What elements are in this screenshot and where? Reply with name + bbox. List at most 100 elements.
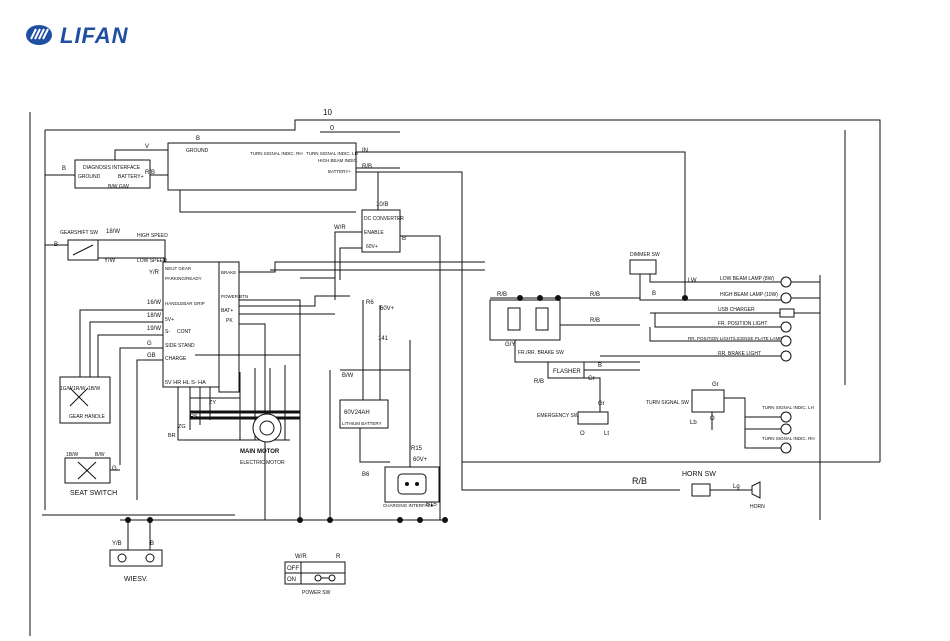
symbol-shape — [751, 481, 761, 499]
seat-g: G — [112, 466, 117, 472]
wire — [654, 313, 781, 328]
ecu-bottom: 5V HR HL S- HA — [165, 380, 206, 386]
flasher-title: FLASHER — [553, 369, 581, 375]
wire — [97, 334, 163, 380]
brake-gy: G/Y — [505, 342, 515, 348]
power-wr: W/R — [295, 554, 307, 560]
gear-handle-wire-1: 1R/W — [73, 386, 86, 392]
wire — [334, 231, 362, 300]
horn-title: HORN — [750, 504, 765, 510]
gearshift-yr: Y/R — [149, 270, 160, 276]
wire — [179, 190, 356, 213]
wire — [239, 299, 301, 520]
ecu-w3: 19/W — [147, 326, 161, 332]
charging-plus: 60V+ — [413, 457, 428, 463]
emergency-o: O — [580, 431, 585, 437]
turn-lh: TURN SIGNAL INDIC. LH — [762, 405, 814, 410]
brake-switch: R/B R/B R/B G/Y FR./RR. BRAKE SW — [489, 292, 640, 363]
turn-gr: Gr — [712, 382, 719, 388]
wire — [69, 387, 89, 407]
ecu-w1: 16/W — [147, 300, 161, 306]
ecu-row-2: 5V+ — [165, 317, 174, 323]
symbol-shape — [780, 411, 792, 423]
battery-r15: R15 — [411, 446, 423, 452]
gearshift-switch: GEARSHIFT SW 18/W HIGH SPEED LOW SPEED Y… — [45, 229, 168, 276]
wire — [239, 295, 350, 307]
symbol-shape — [780, 350, 792, 362]
ecu-z: ZY — [209, 400, 216, 406]
seat-w2: B/W — [95, 452, 105, 458]
symbol-shape — [779, 308, 795, 318]
symbol-shape — [691, 389, 725, 413]
battery-plus: 60V+ — [380, 306, 395, 312]
dc-title: DC CONVERTER — [364, 216, 404, 222]
meter-high: HIGH BEAM INDIC. — [318, 158, 358, 163]
wire — [724, 397, 781, 449]
diagnosis-wire-b: B — [62, 166, 66, 172]
diagnosis-wire-rb: R/B — [145, 170, 155, 176]
dc-wr: W/R — [334, 225, 346, 231]
meter-turn-lh: TURN SIGNAL INDIC. LH — [306, 151, 358, 156]
top-mark-b: 0 — [330, 125, 334, 132]
seat-w1: 1B/W — [66, 452, 79, 458]
wire — [339, 247, 362, 280]
lamp-1: HIGH BEAM LAMP (10W) — [720, 292, 778, 298]
power-on: ON — [287, 577, 296, 583]
meter-rb: R/B — [362, 164, 372, 170]
ecu-zg: ZG — [178, 424, 186, 430]
brake-rb1: R/B — [497, 292, 507, 298]
wire — [72, 244, 94, 256]
diagnosis-bottom: B/W G/W — [108, 184, 129, 190]
junction-dot — [537, 295, 543, 301]
gear-handle-title: GEAR HANDLE — [69, 414, 106, 420]
power-switch: OFF ON W/R R POWER SW — [284, 554, 346, 596]
symbol-shape — [629, 259, 657, 275]
diagnosis-ground: GROUND — [78, 174, 101, 180]
wire — [89, 321, 163, 380]
symbol-shape — [162, 261, 220, 388]
seat-switch: 1B/W B/W G SEAT SWITCH — [64, 452, 120, 497]
wire — [239, 323, 266, 520]
diagnosis-title: DIAGNOSIS INTERFACE — [83, 165, 141, 171]
wire — [356, 171, 680, 491]
ecu-g: G — [147, 341, 152, 347]
emergency-gr: Gr — [598, 401, 605, 407]
wire — [400, 235, 441, 520]
symbol-shape — [259, 420, 275, 436]
horn-sw: HORN SW — [682, 471, 716, 478]
ground-yb: Y/B — [112, 541, 122, 547]
wire — [98, 239, 166, 262]
flasher-rb: R/B — [534, 379, 544, 385]
ecu-row-3: S- — [165, 329, 170, 335]
ecu-cont: CONT — [177, 329, 191, 335]
ecu-brake: BRAKE — [221, 270, 236, 275]
flasher-gr: Gr — [588, 376, 595, 382]
wire — [119, 347, 163, 465]
seat-title: SEAT SWITCH — [70, 490, 117, 497]
charging-interface: 60V+ CHARGING INTERFACE — [383, 457, 440, 508]
ecu-row-1: HANDLEBAR GRIP — [165, 301, 205, 306]
lamp-2: USB CHARGER — [718, 307, 755, 313]
dc-b: B — [402, 236, 406, 242]
brake-rb3: R/B — [590, 318, 600, 324]
symbol-shape — [361, 209, 401, 253]
motor-label: MAIN MOTOR — [240, 449, 280, 455]
ground-title: WIESV. — [124, 576, 148, 583]
dimmer-switch: DIMMER SW B LW — [629, 252, 790, 301]
symbol-shape — [577, 411, 609, 425]
wire — [239, 261, 485, 273]
dimmer-b: B — [652, 291, 656, 297]
symbol-shape — [64, 457, 111, 484]
lamp-group: LOW BEAM LAMP (8W) HIGH BEAM LAMP (10W) … — [600, 275, 821, 520]
lamp-3: FR. POSITION LIGHT — [718, 321, 767, 327]
symbol-shape — [74, 159, 151, 189]
brake-title: FR./RR. BRAKE SW — [518, 350, 564, 356]
battery-r6: R6 — [366, 300, 374, 306]
symbol-shape — [328, 574, 336, 582]
wire — [114, 149, 168, 160]
symbol-shape — [780, 276, 792, 288]
symbol-shape — [384, 466, 440, 503]
symbol-shape — [507, 307, 521, 331]
wire — [359, 428, 390, 463]
